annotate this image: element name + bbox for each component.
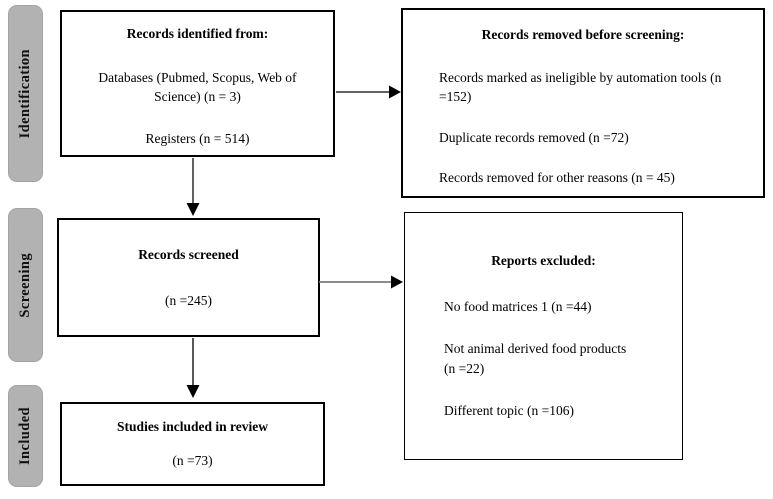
removed-item: Duplicate records removed (n =72) [439,129,629,145]
stage-label-text: Identification [17,48,33,139]
databases-line: Databases (Pubmed, Scopus, Web of Scienc… [98,69,297,105]
box-title: Studies included in review [117,419,268,435]
box-title: Records removed before screening: [481,27,685,42]
box-studies-included: Studies included in review (n =73) [60,402,325,486]
arrow-identified-to-removed [336,85,401,99]
excluded-item: Not animal derived food products (n =22) [444,341,627,376]
box-title: Records screened [138,246,239,262]
box-reports-excluded: Reports excluded: No food matrices 1 (n … [404,212,683,460]
box-title: Reports excluded: [491,253,596,268]
arrow-screened-to-included [186,338,200,398]
excluded-item: Different topic (n =106) [444,403,574,419]
box-title: Records identified from: [126,26,269,41]
excluded-item: No food matrices 1 (n =44) [444,298,592,314]
stage-label-text: Included [17,407,33,465]
stage-label-identification: Identification [8,5,43,182]
removed-item: Records marked as ineligible by automati… [439,69,722,105]
stage-label-text: Screening [17,252,33,318]
arrow-identified-to-screened [186,158,200,216]
removed-item: Records removed for other reasons (n = 4… [439,170,675,186]
box-records-removed: Records removed before screening: Record… [401,8,765,198]
box-count: (n =73) [172,453,213,468]
stage-label-included: Included [8,385,43,487]
box-count: (n =245) [165,292,212,308]
box-records-screened: Records screened (n =245) [57,218,320,337]
arrow-screened-to-excluded [319,275,403,289]
stage-label-screening: Screening [8,208,43,362]
registers-line: Registers (n = 514) [145,130,250,146]
box-records-identified: Records identified from: Databases (Pubm… [60,10,335,157]
